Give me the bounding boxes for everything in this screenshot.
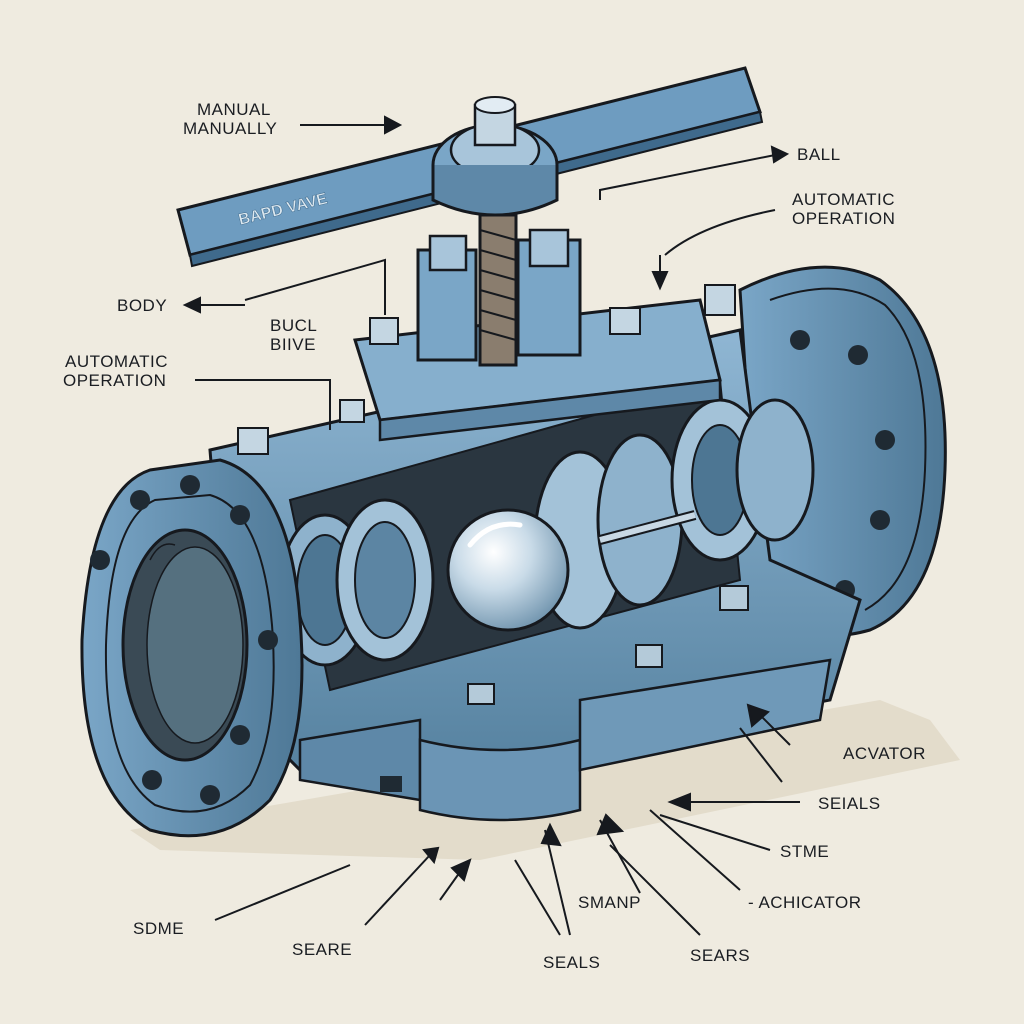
label-seals-bottom: SEALS: [543, 953, 601, 972]
label-ball: BALL: [797, 145, 841, 164]
label-smanp: SMANP: [578, 893, 641, 912]
label-sears-right: SEARS: [690, 946, 751, 965]
left-flange: [80, 458, 304, 838]
label-seals-right: SEIALS: [818, 794, 881, 813]
handle-hub: [431, 96, 559, 217]
label-acvator: ACVATOR: [843, 744, 926, 763]
label-manual: MANUAL MANUALLY: [183, 100, 278, 138]
label-seare: SEARE: [292, 940, 353, 959]
label-sdme: SDME: [133, 919, 185, 938]
label-automatic-left: AUTOMATIC OPERATION: [63, 352, 169, 390]
leader-lines: [182, 115, 800, 936]
label-body: BODY: [117, 296, 168, 315]
label-automatic-top: AUTOMATIC OPERATION: [792, 190, 896, 228]
label-achicator: - ACHICATOR: [748, 893, 862, 912]
stem: [478, 213, 518, 367]
label-bucl: BUCL BIIVE: [270, 316, 318, 354]
yoke: [416, 228, 582, 362]
ball: [446, 508, 570, 632]
label-stme: STME: [780, 842, 830, 861]
